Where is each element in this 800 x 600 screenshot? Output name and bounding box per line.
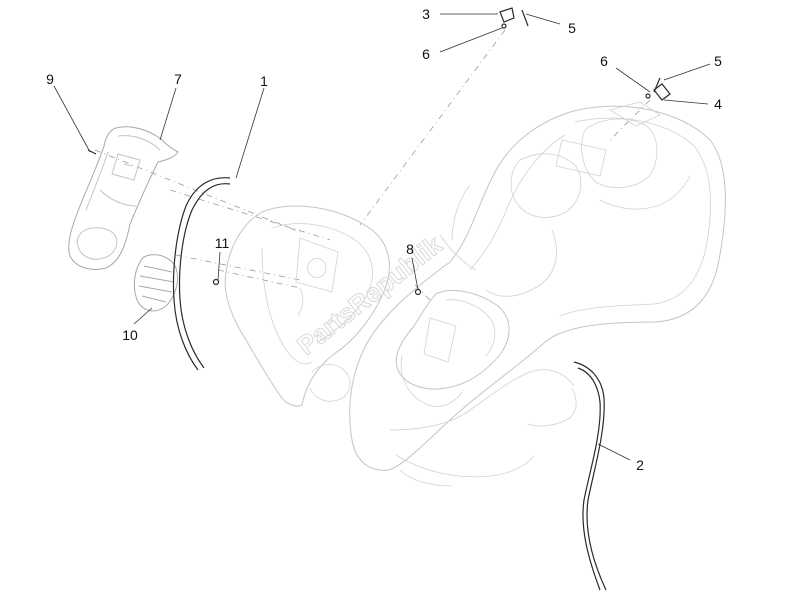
callout-3: 3 (422, 6, 430, 22)
screw-part-8 (414, 288, 422, 296)
callout-5-right: 5 (714, 53, 722, 69)
clip-part-4 (653, 83, 671, 101)
callout-6-top: 6 (422, 46, 430, 62)
callout-4: 4 (714, 96, 722, 112)
glove-box-lid (395, 289, 510, 407)
callout-7: 7 (174, 71, 182, 87)
callout-9: 9 (46, 71, 54, 87)
edge-trim-part-1 (172, 177, 231, 371)
callout-8: 8 (406, 241, 414, 257)
watermark: PartsRepublik (291, 229, 448, 361)
callout-11: 11 (215, 235, 230, 251)
callout-2: 2 (636, 457, 644, 473)
screw-part-5-right (653, 77, 661, 93)
grille-part-10 (133, 254, 179, 312)
screw-part-5-top (521, 9, 529, 27)
inner-cover-part-7 (68, 126, 179, 270)
clip-part-3 (499, 7, 515, 23)
callout-labels: 1 2 3 4 5 5 6 6 7 8 9 10 11 (46, 6, 722, 473)
callout-10: 10 (122, 327, 138, 343)
assembly-guide-lines (94, 29, 651, 301)
screw-part-11 (212, 278, 220, 286)
nut-part-6-top (501, 23, 507, 29)
front-shield-panel (224, 205, 390, 407)
callout-5-top: 5 (568, 20, 576, 36)
edge-trim-part-2 (573, 361, 607, 591)
leg-shield-body (349, 101, 726, 487)
callout-1: 1 (260, 73, 268, 89)
nut-part-6-right (645, 93, 651, 99)
leader-lines (53, 13, 711, 461)
callout-6-right: 6 (600, 53, 608, 69)
